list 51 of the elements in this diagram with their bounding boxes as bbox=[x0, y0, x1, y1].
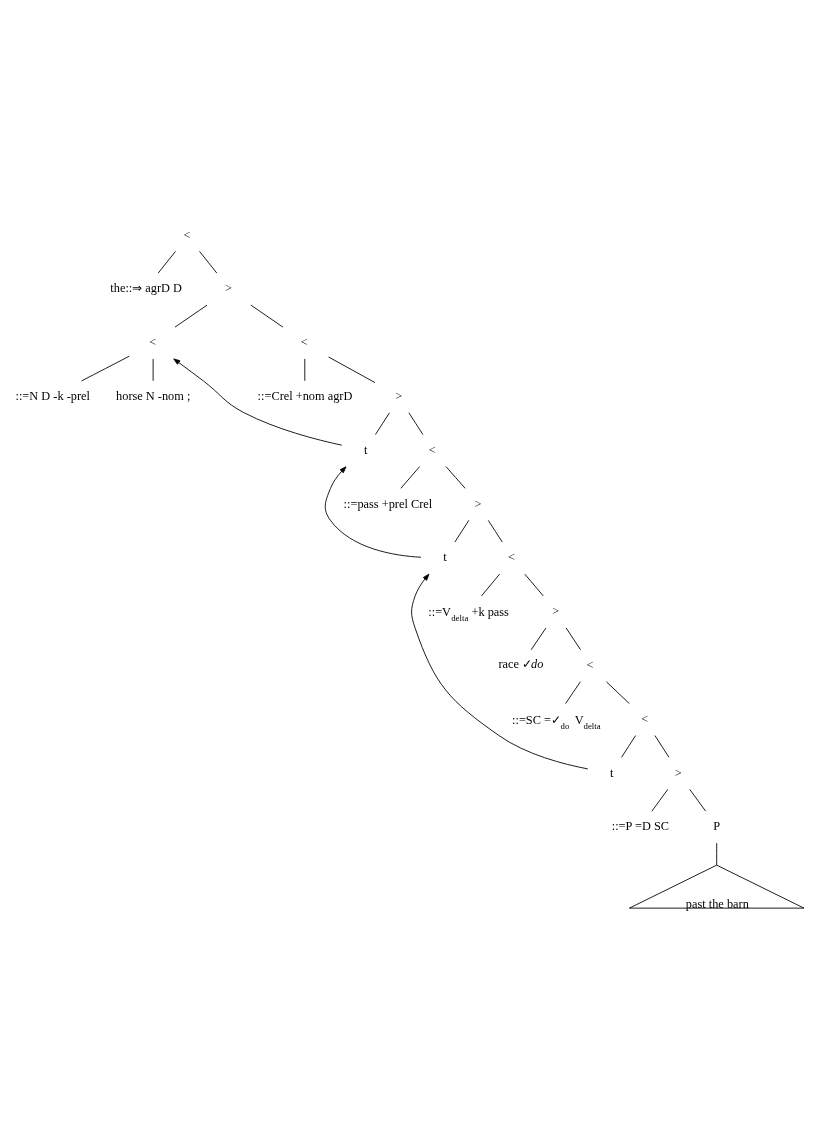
node-text: < bbox=[508, 549, 516, 564]
connector bbox=[81, 355, 130, 381]
connector bbox=[605, 680, 630, 704]
connector bbox=[445, 465, 466, 489]
node-text: < bbox=[149, 334, 157, 349]
connector bbox=[400, 465, 421, 489]
arrow bbox=[324, 465, 422, 558]
connector bbox=[621, 734, 636, 758]
node-text: race ✓do bbox=[498, 656, 544, 671]
node-text: < bbox=[300, 334, 308, 349]
node-text: t bbox=[443, 549, 447, 564]
connector bbox=[689, 788, 707, 812]
node-text: the::⇒ agrD D bbox=[110, 280, 182, 295]
node-text: ::=N D -k -prel bbox=[15, 388, 90, 403]
connector bbox=[487, 519, 503, 543]
connector bbox=[716, 842, 718, 865]
node-text: < bbox=[183, 227, 191, 242]
node-text: < bbox=[641, 711, 649, 726]
connector bbox=[250, 304, 284, 328]
node-text: < bbox=[428, 442, 436, 457]
connector bbox=[199, 250, 218, 274]
connector bbox=[454, 519, 470, 543]
connector bbox=[530, 627, 547, 650]
connector bbox=[174, 304, 208, 328]
arrow bbox=[173, 357, 343, 446]
connector bbox=[565, 627, 581, 650]
node-text: ::=V$_{delta}$ +k pass bbox=[428, 604, 509, 623]
node-text: t bbox=[363, 442, 368, 457]
node-text: > bbox=[552, 603, 560, 618]
connector bbox=[651, 788, 669, 812]
node-text: t bbox=[609, 765, 614, 780]
node-text: ::=SC =✓$_{do}$ V$_{delta}$ bbox=[512, 712, 601, 731]
connector bbox=[328, 356, 376, 383]
connector bbox=[481, 573, 500, 596]
node-text: ::=P =D SC bbox=[611, 818, 670, 833]
node-text: ::=pass +prel Crel bbox=[343, 496, 433, 511]
connector bbox=[157, 250, 176, 274]
connector bbox=[654, 734, 670, 758]
connector bbox=[408, 411, 424, 435]
connector bbox=[524, 573, 544, 596]
node-text: > bbox=[395, 388, 403, 403]
node-text: > bbox=[674, 765, 682, 780]
node-text: > bbox=[224, 280, 232, 295]
node-text: horse N -nom ; bbox=[116, 388, 191, 403]
node-text: ::=Crel +nom agrD bbox=[257, 388, 353, 403]
connector bbox=[565, 680, 581, 704]
connector bbox=[375, 411, 390, 435]
arrow bbox=[411, 573, 589, 769]
node-text: > bbox=[474, 496, 482, 511]
node-text: < bbox=[586, 657, 594, 672]
node-text: P bbox=[713, 818, 721, 833]
